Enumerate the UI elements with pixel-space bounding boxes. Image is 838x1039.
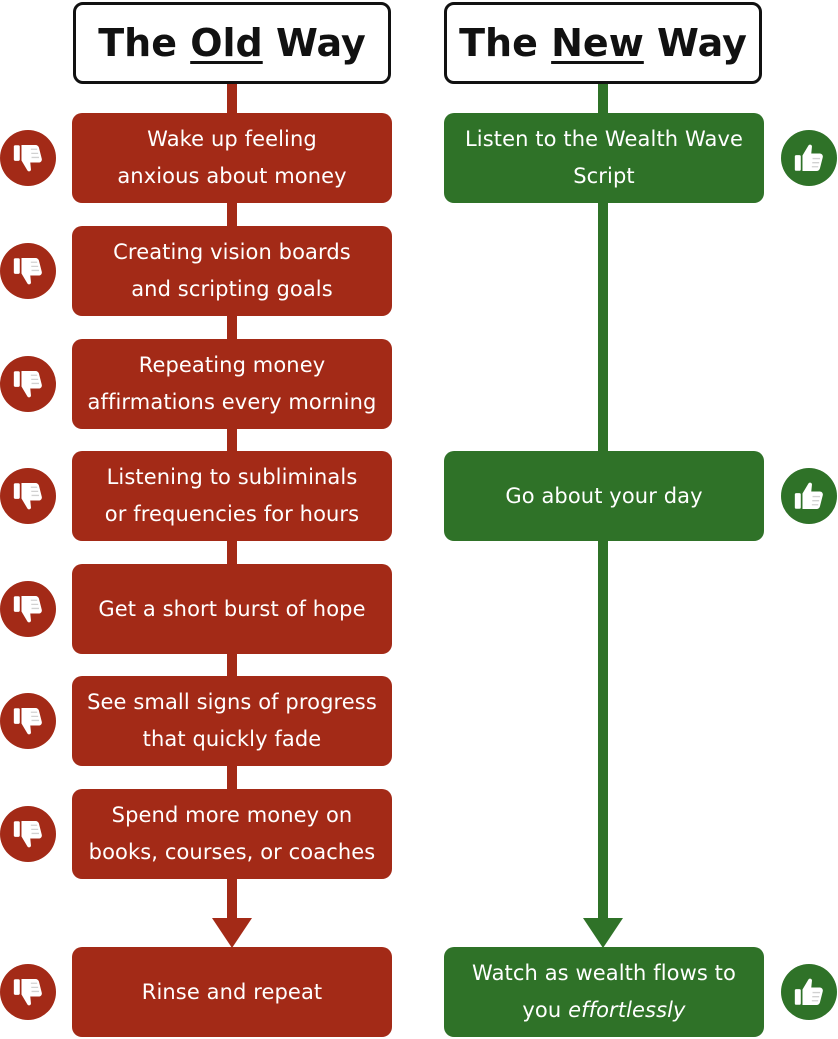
old-way-header: The Old Way: [73, 2, 391, 84]
thumbs-down-icon: [0, 964, 56, 1020]
old-way-step-4-line-1: Listening to subliminals: [106, 465, 358, 489]
thumbs-down-icon: [0, 468, 56, 524]
old-way-header-suffix: Way: [275, 21, 366, 65]
new-way-header-emphasis: New: [551, 21, 644, 65]
new-way-step-1-line-2: Script: [573, 164, 635, 188]
new-way-header-suffix: Way: [657, 21, 747, 65]
old-way-step-6-line-2: that quickly fade: [142, 727, 322, 751]
new-way-header-prefix: The: [459, 21, 552, 65]
new-way-step-3: Watch as wealth flows to you effortlessl…: [444, 947, 764, 1037]
old-way-step-5-line-1: Get a short burst of hope: [98, 596, 366, 621]
new-way-step-3-line-2: you effortlessly: [522, 992, 685, 1029]
thumbs-down-icon: [0, 693, 56, 749]
old-way-step-3-line-1: Repeating money: [138, 353, 326, 377]
old-way-step-6: See small signs of progress that quickly…: [72, 676, 392, 766]
old-way-step-7-line-2: books, courses, or coaches: [88, 840, 376, 864]
old-way-header-emphasis: Old: [190, 21, 263, 65]
thumbs-down-icon: [0, 356, 56, 412]
new-way-step-3-line-2-plain: you: [522, 998, 569, 1022]
old-way-step-8-line-1: Rinse and repeat: [141, 979, 323, 1004]
new-way-step-2: Go about your day: [444, 451, 764, 541]
old-way-step-2: Creating vision boards and scripting goa…: [72, 226, 392, 316]
thumbs-up-icon: [781, 130, 837, 186]
old-way-step-3-line-2: affirmations every morning: [87, 390, 377, 414]
new-way-step-3-line-2-italic: effortlessly: [568, 998, 686, 1022]
old-way-step-7-line-1: Spend more money on: [111, 803, 353, 827]
old-way-step-1: Wake up feeling anxious about money: [72, 113, 392, 203]
thumbs-down-icon: [0, 581, 56, 637]
old-way-step-3: Repeating money affirmations every morni…: [72, 339, 392, 429]
old-way-step-8: Rinse and repeat: [72, 947, 392, 1037]
new-way-header: The New Way: [444, 2, 762, 84]
thumbs-down-icon: [0, 130, 56, 186]
old-way-step-5: Get a short burst of hope: [72, 564, 392, 654]
old-way-arrowhead: [212, 918, 252, 948]
old-way-step-1-line-2: anxious about money: [117, 164, 347, 188]
thumbs-down-icon: [0, 243, 56, 299]
new-way-step-3-line-1: Watch as wealth flows to: [472, 961, 736, 985]
new-way-step-1-line-1: Listen to the Wealth Wave: [464, 127, 744, 151]
old-way-step-6-line-1: See small signs of progress: [87, 690, 377, 714]
new-way-step-2-line-1: Go about your day: [505, 483, 703, 508]
old-way-step-7: Spend more money on books, courses, or c…: [72, 789, 392, 879]
thumbs-up-icon: [781, 468, 837, 524]
old-way-step-1-line-1: Wake up feeling: [147, 127, 317, 151]
old-way-step-4-line-2: or frequencies for hours: [104, 502, 360, 526]
new-way-arrowhead: [583, 918, 623, 948]
old-way-step-2-line-2: and scripting goals: [131, 277, 333, 301]
old-way-header-prefix: The: [98, 21, 191, 65]
old-way-step-4: Listening to subliminals or frequencies …: [72, 451, 392, 541]
old-way-step-2-line-1: Creating vision boards: [113, 240, 351, 264]
thumbs-down-icon: [0, 806, 56, 862]
new-way-step-1: Listen to the Wealth Wave Script: [444, 113, 764, 203]
thumbs-up-icon: [781, 964, 837, 1020]
